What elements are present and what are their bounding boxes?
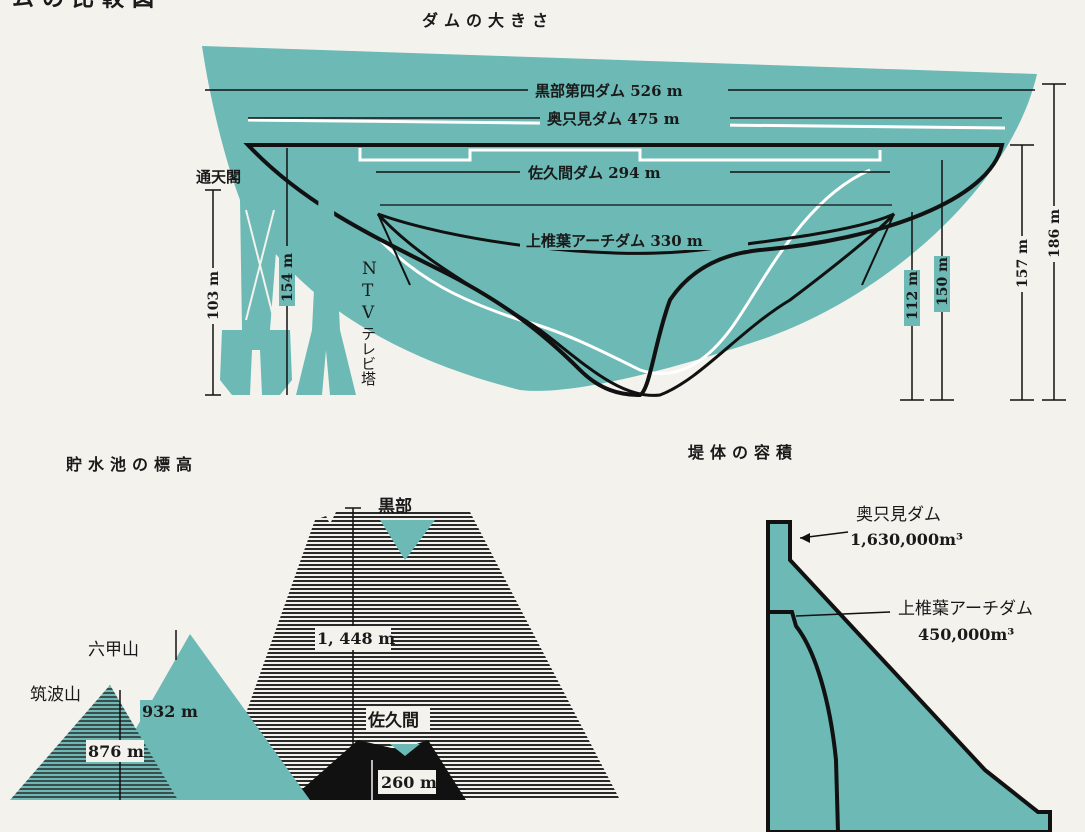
dam-size-heading: ダムの大きさ [422, 11, 554, 30]
height-186: 186 m [1047, 209, 1063, 258]
corner-heading: ダムの比較図 [0, 0, 162, 12]
kamishiiba-pointer [795, 611, 891, 617]
kurobe-reservoir [380, 520, 435, 560]
okutadami-width-label: 奥只見ダム 475 m [547, 110, 680, 128]
tsutenkaku-height: 103 m [206, 271, 222, 320]
tsutenkaku-label: 通天閣 [196, 168, 241, 186]
ntv-label-v: V [361, 303, 375, 323]
kamishiiba-volume-value: 450,000m³ [918, 625, 1014, 644]
tsukuba-label: 筑波山 [30, 685, 81, 705]
kurobe-mountain [215, 512, 620, 800]
volume-heading: 堤体の容積 [688, 443, 798, 462]
kurobe-elevation: 1, 448 m [317, 629, 395, 648]
rokko-elevation: 932 m [142, 702, 198, 721]
okutadami-volume-value: 1,630,000m³ [850, 530, 963, 549]
kamishiiba-outline [376, 212, 896, 397]
kamishiiba-section [768, 610, 840, 832]
kamishiiba-right-rim [861, 213, 895, 286]
ntv-label-tower: テレビ塔 [359, 326, 377, 386]
kamishiiba-width-label: 上椎葉アーチダム 330 m [526, 232, 703, 250]
reservoir-heading: 貯水池の標高 [66, 455, 198, 474]
tsukuba-elevation: 876 m [88, 742, 144, 761]
sakuma-crest [358, 148, 882, 162]
height-150: 150 m [935, 257, 951, 306]
ntv-label-t: T [362, 281, 374, 301]
ntv-height: 154 m [280, 253, 296, 302]
kamishiiba-volume-name: 上椎葉アーチダム [898, 599, 1033, 619]
kurobe-dam-shape [202, 46, 1037, 391]
tsutenkaku-tower [220, 186, 292, 395]
height-157: 157 m [1015, 239, 1031, 288]
sakuma-elevation: 260 m [381, 773, 437, 792]
sakuma-label: 佐久間 [367, 710, 419, 731]
sakuma-profile [378, 168, 871, 376]
okutadami-section [766, 520, 1052, 832]
kurobe-width-label: 黒部第四ダム 526 m [535, 82, 683, 100]
height-112: 112 m [905, 271, 921, 320]
kamishiiba-left-rim [377, 213, 411, 286]
ntv-label-n: N [362, 259, 377, 279]
rokko-label: 六甲山 [88, 640, 139, 660]
okutadami-volume-name: 奥只見ダム [856, 505, 941, 525]
kurobe-label: 黒部 [378, 496, 412, 517]
ntv-tower [296, 170, 356, 395]
sakuma-width-label: 佐久間ダム 294 m [527, 164, 661, 182]
